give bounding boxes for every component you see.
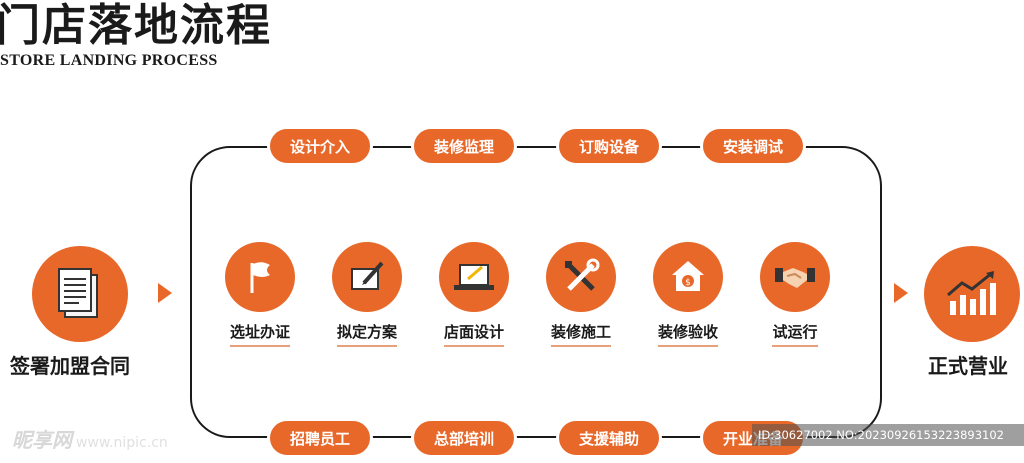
- growth-chart-icon: [947, 271, 996, 315]
- step-label: 装修施工: [550, 321, 611, 347]
- top-pill-install: 安装调试: [700, 126, 806, 166]
- flag-icon: [250, 262, 270, 293]
- process-frame: [190, 146, 882, 438]
- step-circle: [546, 242, 616, 312]
- start-arrow-icon: [158, 283, 172, 303]
- page-title: 门店落地流程: [0, 0, 272, 51]
- step-circle: [225, 242, 295, 312]
- step-label: 拟定方案: [336, 321, 397, 347]
- top-pill-design: 设计介入: [267, 126, 373, 166]
- document-icon: [58, 268, 98, 318]
- step-label: 店面设计: [443, 321, 504, 347]
- bottom-pill-recruit: 招聘员工: [267, 418, 373, 458]
- handshake-icon: [775, 268, 815, 288]
- step-label: 选址办证: [229, 321, 290, 347]
- step-plan: 拟定方案: [322, 242, 412, 347]
- step-circle: $: [653, 242, 723, 312]
- house-money-icon: $: [672, 261, 704, 291]
- watermark-brand: 昵享网: [12, 428, 72, 452]
- start-node: [32, 246, 128, 342]
- end-node: [924, 246, 1020, 342]
- step-construction: 装修施工: [536, 242, 626, 347]
- start-label: 签署加盟合同: [10, 354, 130, 378]
- top-pill-equipment: 订购设备: [556, 126, 662, 166]
- pen-paper-icon: [351, 261, 384, 290]
- svg-text:$: $: [685, 278, 691, 288]
- step-trial-run: 试运行: [750, 242, 840, 347]
- watermark-url: www.nipic.cn: [76, 435, 168, 451]
- step-store-design: 店面设计: [429, 242, 519, 347]
- step-site-selection: 选址办证: [215, 242, 305, 347]
- end-arrow-icon: [894, 283, 908, 303]
- end-label: 正式营业: [928, 354, 1008, 378]
- tools-icon: [565, 258, 600, 291]
- image-id-tag: ID:30627002 NO:20230926153223893102: [752, 424, 1024, 446]
- top-pill-supervision: 装修监理: [411, 126, 517, 166]
- step-circle: [760, 242, 830, 312]
- step-circle: [439, 242, 509, 312]
- step-label: 试运行: [772, 321, 818, 347]
- step-circle: [332, 242, 402, 312]
- step-label: 装修验收: [657, 321, 718, 347]
- step-acceptance: $ 装修验收: [643, 242, 733, 347]
- bottom-pill-training: 总部培训: [411, 418, 517, 458]
- laptop-icon: [454, 264, 494, 290]
- page-subtitle: STORE LANDING PROCESS: [0, 52, 218, 69]
- bottom-pill-support: 支援辅助: [556, 418, 662, 458]
